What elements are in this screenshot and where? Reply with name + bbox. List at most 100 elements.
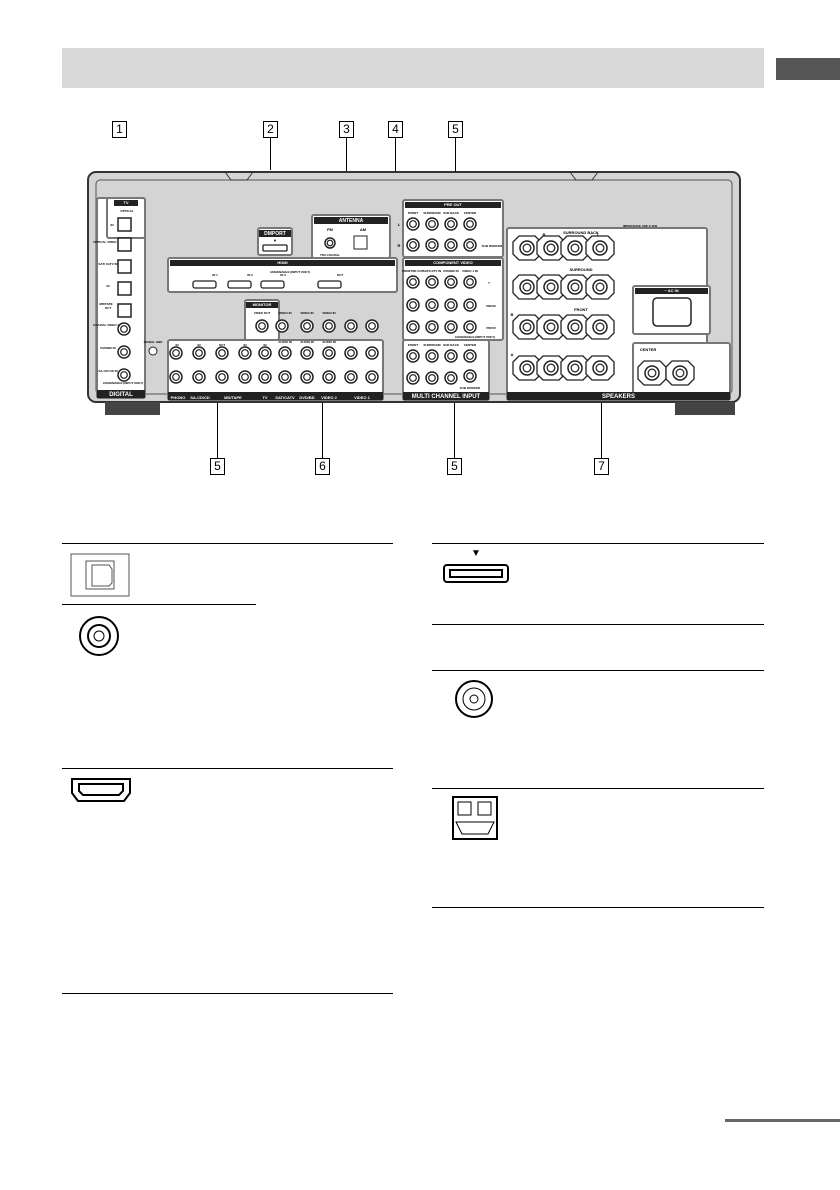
rca-jack <box>444 349 458 363</box>
rca-jack <box>406 298 420 312</box>
rca-jack-inner <box>195 349 203 357</box>
rca-jack <box>444 298 458 312</box>
rca-jack-inner <box>447 220 455 228</box>
rca-jack-inner <box>409 352 417 360</box>
panel-label: DVD/BD IN <box>100 346 115 350</box>
panel-label: IN <box>264 343 267 347</box>
chapter-tab <box>776 58 840 80</box>
callout-number: 5 <box>210 458 225 475</box>
panel-label: FRONT <box>408 343 418 347</box>
callout-number: 6 <box>315 458 330 475</box>
rca-jack-inner <box>409 278 417 286</box>
panel-label: IN 1 <box>212 273 218 277</box>
rca-jack-inner <box>595 322 605 332</box>
rca-jack-inner <box>466 278 474 286</box>
panel-label: AM <box>360 227 367 232</box>
section-title-bar <box>405 202 501 208</box>
callout-number: 2 <box>263 121 278 138</box>
coaxial-jack-icon <box>79 616 119 656</box>
panel-label: CENTER <box>640 347 657 352</box>
foot <box>105 402 160 415</box>
panel-label: MD/TAPE <box>99 302 112 306</box>
rca-jack-inner <box>595 282 605 292</box>
rca-jack-inner <box>409 301 417 309</box>
panel-label: VIDEO 1 IN <box>462 269 478 273</box>
panel-label: L <box>597 232 600 237</box>
rca-jack-inner <box>546 282 556 292</box>
rca-jack <box>444 320 458 334</box>
panel-label: COMPONENT VIDEO <box>433 260 473 265</box>
rca-jack <box>322 370 336 384</box>
panel-label: B <box>511 312 514 317</box>
am-terminal <box>353 235 368 250</box>
panel-label: OPTICAL <box>120 209 133 213</box>
rca-jack <box>192 370 206 384</box>
panel-label: PR/CR <box>486 326 496 330</box>
panel-label: SAT/CATV IN <box>423 269 441 273</box>
panel-label: 75Ω COAXIAL <box>320 253 340 257</box>
section-title-bar <box>170 260 395 266</box>
rca-jack-inner <box>172 373 180 381</box>
rca-jack <box>238 370 252 384</box>
panel-label: HDMI <box>277 260 287 265</box>
rca-jack <box>365 346 379 360</box>
panel-label: AUDIO IN <box>322 340 336 344</box>
panel-label: IN <box>176 343 179 347</box>
callout-leader <box>601 400 602 458</box>
rca-jack <box>592 240 608 256</box>
rca-jack <box>444 217 458 231</box>
panel-label: IN <box>198 343 201 347</box>
rca-jack <box>258 370 272 384</box>
panel-label: OPTICAL VIDEO 1 IN <box>93 240 123 244</box>
panel-label: SURROUND <box>423 343 441 347</box>
rca-jack-inner <box>409 241 417 249</box>
optical-jack <box>117 237 132 252</box>
divider <box>432 624 764 625</box>
rca-jack-inner <box>347 349 355 357</box>
rca-jack <box>255 319 269 333</box>
callout-number: 5 <box>448 121 463 138</box>
panel-label: ~ AC IN <box>664 288 678 293</box>
optical-jack <box>117 281 132 296</box>
panel-label: IN <box>111 223 114 227</box>
rca-jack-inner <box>347 373 355 381</box>
rca-jack <box>406 217 420 231</box>
panel-label: FRONT <box>574 307 588 312</box>
section-title-bar <box>259 230 291 237</box>
rca-jack-inner <box>325 322 333 330</box>
rca-jack <box>425 275 439 289</box>
section-title-bar <box>635 288 708 294</box>
rca-jack <box>425 238 439 252</box>
rca-jack-inner <box>428 374 436 382</box>
panel-label: IN <box>244 343 247 347</box>
panel-label: DMPORT <box>264 231 286 237</box>
continued-bar <box>725 1119 840 1122</box>
rca-jack-inner <box>647 368 657 378</box>
rca-jack <box>117 368 131 382</box>
rca-jack-inner <box>522 363 532 373</box>
rca-jack <box>322 319 336 333</box>
rca-jack <box>592 279 608 295</box>
rca-jack-inner <box>570 282 580 292</box>
callout-number: 7 <box>594 458 609 475</box>
panel-label: A <box>511 352 514 357</box>
panel-label: AUDIO IN <box>278 340 292 344</box>
rca-jack <box>258 346 272 360</box>
panel-label: TV <box>123 200 128 205</box>
rca-jack-inner <box>522 243 532 253</box>
rca-jack-inner <box>428 220 436 228</box>
rca-jack-inner <box>428 323 436 331</box>
rca-jack <box>463 238 477 252</box>
am-antenna-terminal-icon <box>452 796 498 840</box>
rca-jack-inner <box>447 352 455 360</box>
rca-jack <box>519 319 535 335</box>
panel-label: FRONT <box>408 211 418 215</box>
panel-label: VIDEO 2 <box>321 395 338 400</box>
panel-label: MONITOR <box>253 302 272 307</box>
rca-jack <box>300 346 314 360</box>
rca-jack-inner <box>258 322 266 330</box>
panel-label: SUR BACK <box>443 343 460 347</box>
rca-jack <box>275 319 289 333</box>
optical-jack <box>117 217 132 232</box>
panel-label: SURROUND BACK <box>563 230 599 235</box>
